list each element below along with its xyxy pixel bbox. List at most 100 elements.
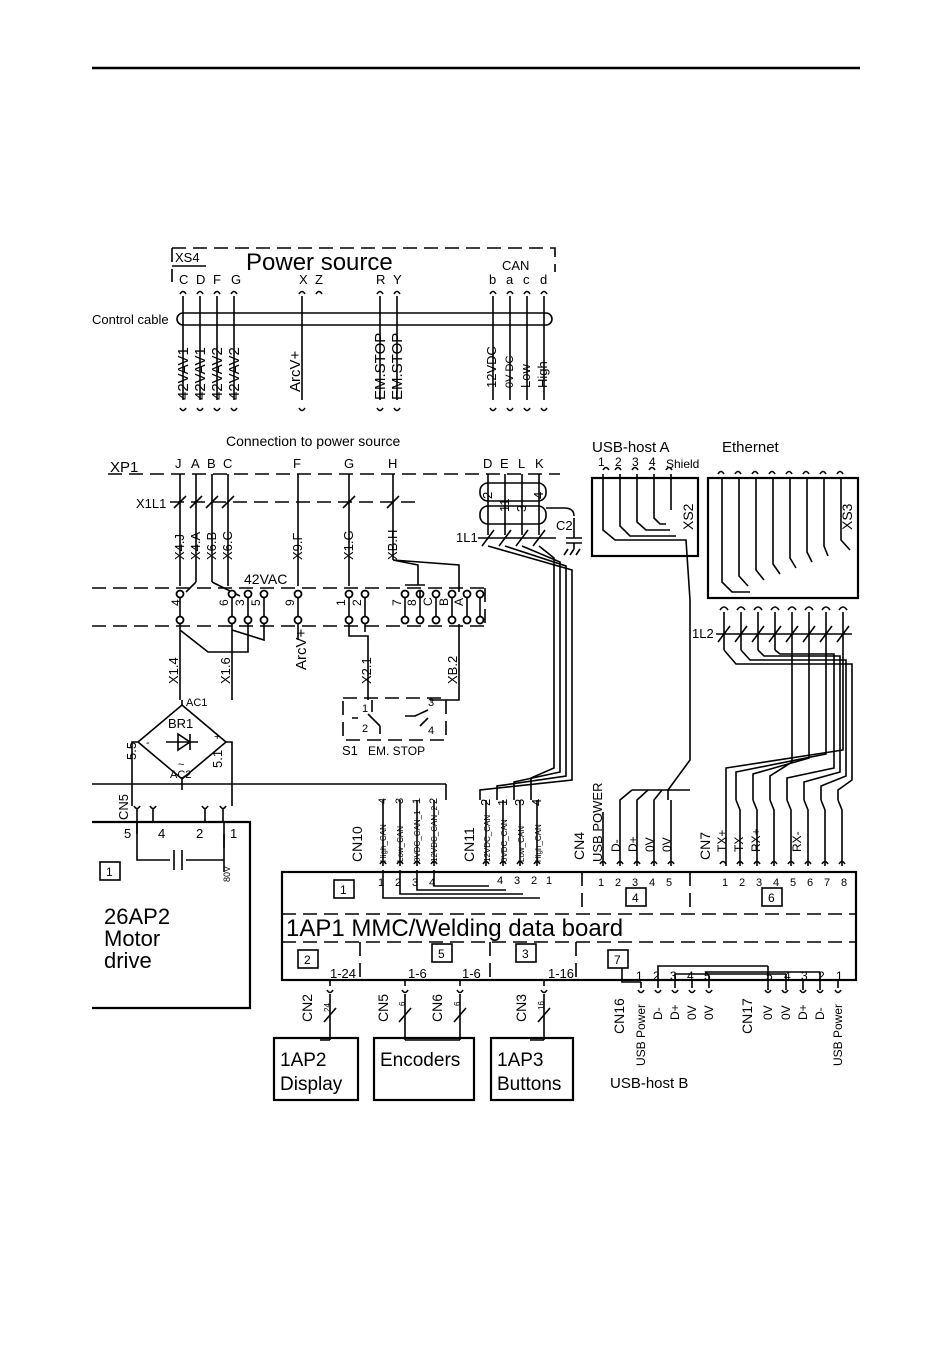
tb-terminals-bottom: [175, 615, 485, 625]
tb-num: 7: [390, 599, 404, 606]
cn6-label: CN6: [429, 994, 445, 1022]
cn3-range: 1-16: [548, 966, 574, 981]
cn16-signal: 0V: [685, 1005, 699, 1020]
cn16-pin: 1: [636, 969, 643, 983]
xp1-pin: D: [483, 456, 492, 471]
bridge-ac2: AC2: [170, 769, 191, 781]
xp1-wire: X1.G: [341, 530, 356, 560]
usb-a-shield: Shield: [666, 457, 699, 471]
display-title-2: Display: [280, 1074, 343, 1095]
ps-signal: EM.STOP: [372, 333, 389, 400]
tb-num: C: [421, 597, 435, 606]
cn7-pin: 8: [841, 877, 847, 889]
cn16-signal: D-: [651, 1007, 665, 1020]
cn10-pin: 4: [429, 877, 435, 889]
xp1-wire: XB.H: [385, 530, 400, 560]
encoders-title: Encoders: [380, 1050, 460, 1071]
ethernet: Ethernet XS3 1L2: [692, 439, 860, 800]
xp1-sub: 3: [514, 505, 529, 512]
ps-pin: c: [523, 272, 530, 287]
cn17-pin: 1: [836, 969, 843, 983]
control-cable-label: Control cable: [92, 312, 169, 327]
bridge-minus: -: [146, 737, 150, 749]
xp1-pin: E: [500, 456, 509, 471]
lower-wire: X1.6: [218, 657, 233, 684]
cn7-signal: TX-: [732, 833, 746, 852]
usb-a-conn: XS2: [680, 503, 696, 530]
cn16-pin: 2: [653, 969, 660, 983]
cn4-pin: 4: [649, 877, 655, 889]
stop-text: EM. STOP: [368, 744, 425, 758]
xp1-sub: 2: [480, 492, 495, 499]
ps-signal: 42VAV2: [209, 347, 226, 400]
cn3-count: 16: [537, 1001, 546, 1010]
cn17-pin: 4: [784, 969, 791, 983]
cn16-pin: 5: [704, 969, 711, 983]
ps-pin: Z: [315, 272, 323, 287]
xp1-pin: G: [344, 456, 354, 471]
tb-num: 4: [169, 599, 183, 606]
lower-wire: 5.1: [210, 750, 225, 768]
power-source-title: Power source: [246, 249, 393, 276]
cn11-signal: Low_CAN: [517, 826, 526, 862]
usb-a-pin: 1: [598, 455, 605, 469]
motor-drive: CN5 5 4 2 1 1 80V 26AP2 Motor drive: [92, 794, 252, 1010]
x1l1-label: X1L1: [136, 496, 166, 511]
ps-signal: 42VAV1: [192, 347, 209, 400]
md-pin: 2: [196, 826, 203, 841]
usb-a-pin: 2: [615, 455, 622, 469]
cn7-pin: 4: [773, 877, 779, 889]
stop-pin: 1: [362, 703, 368, 715]
cn10-pin: 1: [378, 877, 384, 889]
cn17-pin: 5: [766, 969, 773, 983]
xp1-pin: F: [293, 456, 301, 471]
cn16-label: CN16: [611, 998, 627, 1034]
cn16-signal: USB Power: [634, 1004, 648, 1066]
ps-pin: G: [231, 272, 241, 287]
cn17-pin: 3: [801, 969, 808, 983]
l2-label: 1L2: [692, 626, 714, 641]
cn6-count: 6: [453, 1001, 462, 1006]
cn11-label: CN11: [461, 827, 477, 862]
cn5-count: 6: [398, 1001, 407, 1006]
md-cap: 80V: [222, 866, 232, 882]
xp1-label: XP1: [110, 459, 138, 476]
ps-pin: Y: [393, 272, 402, 287]
md-title-3: drive: [104, 948, 152, 973]
xp1-pin: C: [223, 456, 232, 471]
ps-signal: 12VDC: [484, 346, 499, 388]
bridge-plus: +: [214, 731, 220, 743]
lower-wiring: X1.4 X1.6 ArcV+ X2.1 XB.2 AC1 AC2 BR1 - …: [92, 624, 460, 806]
board-section: 3: [522, 947, 529, 961]
cn4-label: CN4: [571, 832, 587, 860]
cn7-signal: RX+: [749, 828, 763, 852]
board-section: 6: [768, 891, 775, 905]
cn7-pin: 7: [824, 877, 830, 889]
cn4-signal: USB POWER: [590, 783, 605, 862]
md-pin: 4: [158, 826, 165, 841]
cn4-signal: 0V: [660, 837, 674, 852]
xp1-wire: X6.C: [220, 531, 235, 560]
tb-num: B: [437, 598, 451, 606]
ps-signal: 0V DC: [504, 356, 516, 388]
md-ref: 1: [106, 865, 113, 879]
cn7-pin: 1: [722, 877, 728, 889]
board-section: 7: [614, 953, 621, 967]
buttons-title-1: 1AP3: [497, 1050, 543, 1071]
xp1-pin: L: [518, 456, 525, 471]
tb-num: 9: [283, 599, 297, 606]
cn11-pin: 1: [546, 875, 552, 887]
md-pin: 5: [124, 826, 131, 841]
ethernet-conn: XS3: [839, 503, 855, 530]
cn17-signal: USB Power: [831, 1004, 845, 1066]
stop-pin: 2: [362, 723, 368, 735]
usb-a-title: USB-host A: [592, 439, 670, 456]
stop-pin: 4: [428, 725, 434, 737]
cn5-label: CN5: [375, 994, 391, 1022]
xp1-wire: X4.J: [172, 534, 187, 560]
c2-label: C2: [556, 518, 573, 533]
cn10-pin: 3: [412, 877, 418, 889]
cn11-pin: 2: [531, 875, 537, 887]
md-title-1: 26AP2: [104, 904, 170, 929]
cn7-signal: RX-: [790, 831, 804, 852]
